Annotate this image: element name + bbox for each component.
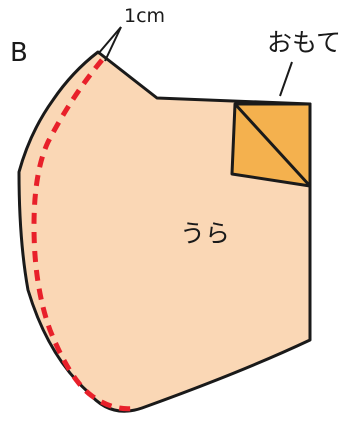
back-side-label: うら [180, 219, 231, 248]
fold-line [233, 102, 312, 188]
seam-allowance-leader-line [97, 26, 122, 55]
seam-line [31, 58, 139, 412]
piece-label: B [10, 38, 28, 68]
seam-allowance-leader-line [104, 26, 122, 62]
front-side-label: おもて [267, 28, 342, 57]
front-side-leader-line [279, 61, 293, 97]
seam-allowance-label: 1cm [124, 5, 166, 27]
